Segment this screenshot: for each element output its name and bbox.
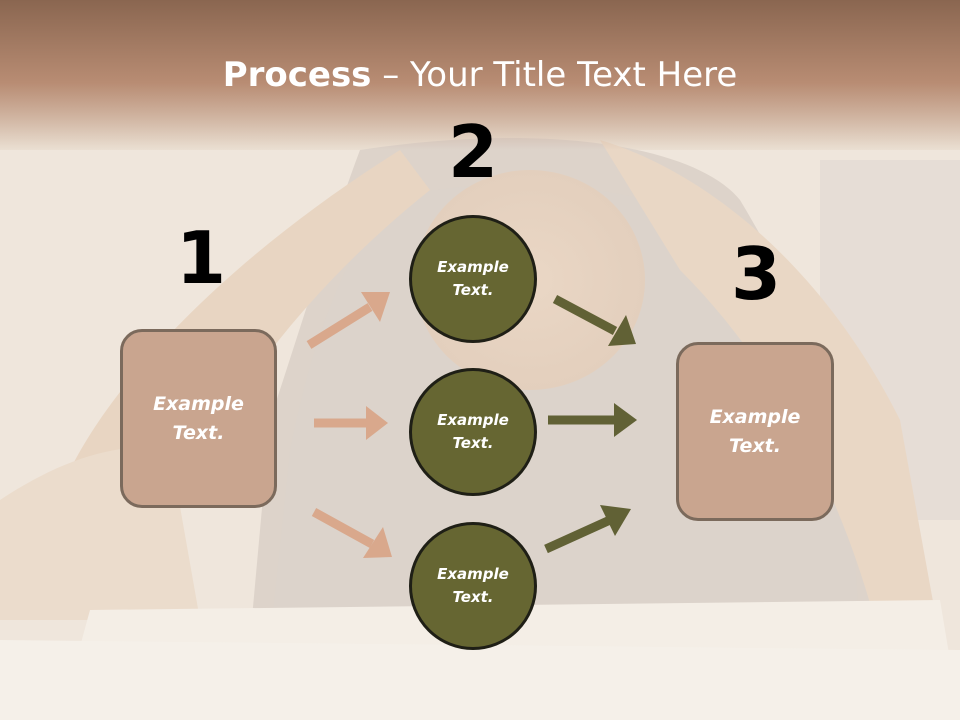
arrow-right-middle [548,403,637,437]
step-1-box: Example Text. [120,329,277,508]
arrow-left-middle [314,406,388,440]
arrow-left-down [311,508,392,558]
title-rest: – Your Title Text Here [371,55,738,95]
step-2-text-middle: Example Text. [437,411,509,452]
step-number-1: 1 [176,216,227,300]
step-1-text: Example Text. [153,392,244,444]
step-3-box: Example Text. [676,342,834,521]
step-number-2: 2 [448,110,499,194]
step-2-circle-bottom: Example Text. [409,522,537,650]
title-bold: Process [222,55,372,95]
slide-title: Process – Your Title Text Here [0,54,960,96]
step-number-3: 3 [731,232,782,316]
step-2-text-top: Example Text. [437,258,509,299]
step-2-text-bottom: Example Text. [437,565,509,606]
step-2-circle-middle: Example Text. [409,368,537,496]
arrow-left-up [306,292,390,349]
step-2-circle-top: Example Text. [409,215,537,343]
arrow-right-up [544,505,631,554]
step-3-text: Example Text. [709,405,801,457]
title-bar [0,0,960,150]
arrow-right-down [552,295,636,346]
